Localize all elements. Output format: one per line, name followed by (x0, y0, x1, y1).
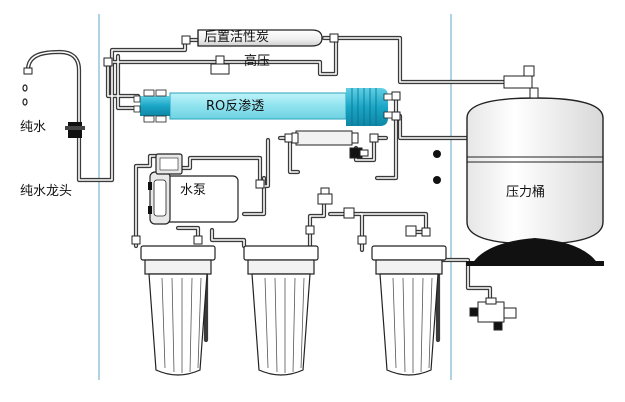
label-pure-water: 纯水 (20, 120, 47, 135)
drain-valve-icon (469, 297, 517, 331)
pressure-tank (466, 97, 604, 266)
water-drops (22, 84, 28, 106)
pre-filter-housing-2 (243, 245, 319, 376)
indicator-dots (433, 150, 441, 184)
label-high-pressure: 高压 (244, 54, 271, 69)
flush-valve-assembly (291, 130, 369, 159)
cabinet-outline (98, 14, 452, 380)
ro-membrane (133, 88, 393, 126)
label-post-carbon: 后置活性炭 (204, 30, 270, 45)
label-pressure-tank: 压力桶 (506, 185, 546, 200)
pre-filter-housing-3 (371, 245, 447, 376)
high-pressure-switch-icon (210, 55, 230, 75)
label-pure-water-faucet: 纯水龙头 (20, 184, 73, 199)
label-ro-membrane: RO反渗透 (206, 99, 265, 114)
pump-icon (148, 153, 239, 225)
pre-filter-housing-1 (140, 245, 216, 376)
post-carbon-filter (197, 29, 323, 47)
tank-valve-icon (503, 65, 539, 99)
inlet-solenoid-valve-icon (317, 187, 417, 237)
label-water-pump: 水泵 (180, 183, 207, 198)
faucet-icon (23, 49, 85, 138)
pipe-fittings (103, 33, 431, 245)
